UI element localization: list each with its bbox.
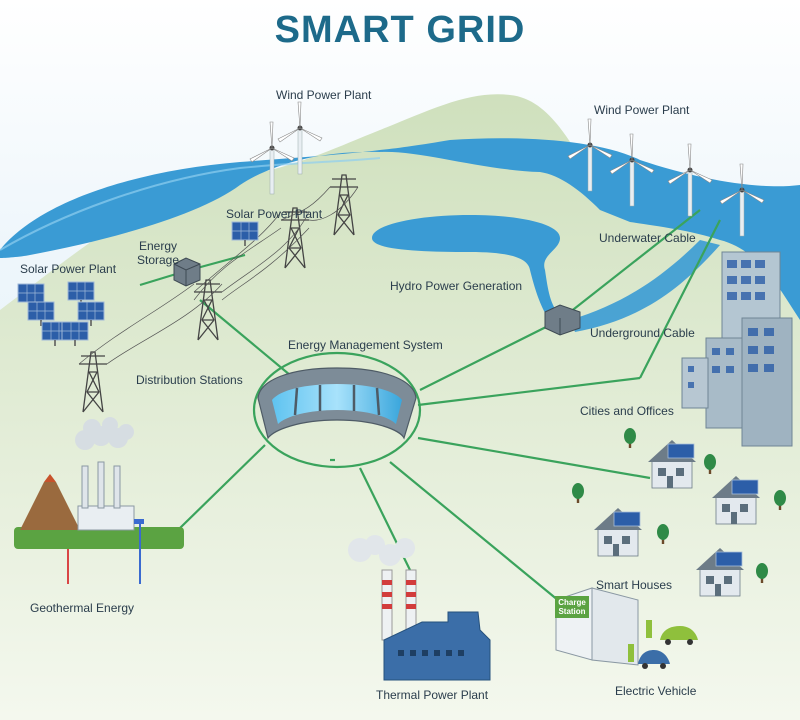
energy-management-building xyxy=(257,367,417,440)
charge-station-label-line2: Station xyxy=(558,607,585,616)
label-hydro-power-generation: Hydro Power Generation xyxy=(390,279,523,293)
charge-station: Charge Station xyxy=(555,587,639,666)
label-thermal-power-plant: Thermal Power Plant xyxy=(376,688,489,702)
sea-water xyxy=(0,138,800,320)
label-underground-cable: Underground Cable xyxy=(590,326,695,340)
ems-ring xyxy=(252,351,422,469)
thermal-power-plant xyxy=(348,535,491,681)
label-distribution-stations: Distribution Stations xyxy=(136,373,243,387)
label-wind-power-plant-right: Wind Power Plant xyxy=(594,103,690,117)
city-buildings xyxy=(681,251,793,447)
label-geothermal-energy: Geothermal Energy xyxy=(30,601,135,615)
label-solar-power-plant-left: Solar Power Plant xyxy=(20,262,117,276)
charge-station-label-line1: Charge xyxy=(558,598,586,607)
underground-cable-box xyxy=(544,304,581,336)
grid-connection-lines xyxy=(139,209,721,611)
label-wind-power-plant-left: Wind Power Plant xyxy=(276,88,372,102)
energy-storage-box xyxy=(173,257,201,287)
label-underwater-cable: Underwater Cable xyxy=(599,231,696,245)
label-electric-vehicle: Electric Vehicle xyxy=(615,684,697,698)
hydro-reservoir xyxy=(372,215,560,318)
power-lines xyxy=(78,186,359,365)
geothermal-plant xyxy=(14,417,184,584)
label-solar-power-plant-center: Solar Power Plant xyxy=(226,207,323,221)
label-energy-storage: Energy Storage xyxy=(136,239,180,267)
label-smart-houses: Smart Houses xyxy=(596,578,673,592)
page-title: SMART GRID xyxy=(274,9,526,51)
label-energy-management-system: Energy Management System xyxy=(288,338,443,352)
electric-vehicles xyxy=(628,620,698,669)
label-cities-and-offices: Cities and Offices xyxy=(580,404,674,418)
